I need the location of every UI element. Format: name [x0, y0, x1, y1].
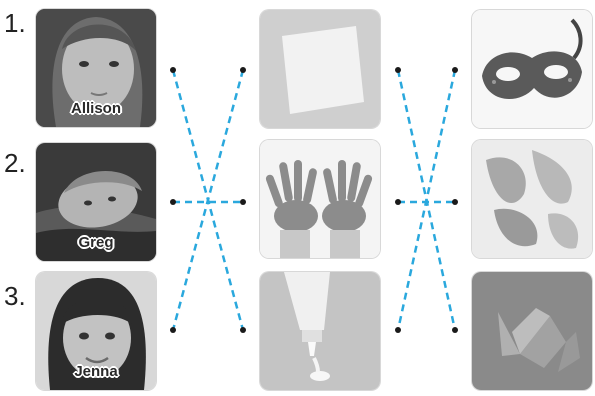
connector-line [171, 69, 245, 331]
connector-line [396, 69, 457, 331]
photo-greg: Greg [36, 143, 156, 261]
photo-finger-painting [472, 140, 592, 258]
dot-mid-right-2[interactable] [395, 199, 401, 205]
photo-paper [260, 10, 380, 128]
dot-mid-right-1[interactable] [395, 67, 401, 73]
origami-crane-icon [472, 272, 592, 390]
paper-icon [260, 10, 380, 128]
dot-right-1[interactable] [452, 67, 458, 73]
girl-bangs-icon [36, 272, 156, 390]
photo-painted-hands [260, 140, 380, 258]
dot-right-3[interactable] [452, 327, 458, 333]
dot-mid-left-3[interactable] [240, 327, 246, 333]
mask-icon [472, 10, 592, 128]
girl-face-icon [36, 9, 156, 127]
dot-mid-right-3[interactable] [395, 327, 401, 333]
photo-glue [260, 272, 380, 390]
row-number-1: 1. [4, 8, 26, 38]
glue-bottle-icon [260, 272, 380, 390]
boy-lying-icon [36, 143, 156, 261]
name-label-allison: Allison [70, 100, 121, 117]
connector-line [171, 69, 245, 331]
photo-mask [472, 10, 592, 128]
dot-left-3[interactable] [170, 327, 176, 333]
photo-allison: Allison [36, 9, 156, 127]
name-label-jenna: Jenna [74, 363, 118, 380]
row-number-3: 3. [4, 281, 26, 311]
name-label-greg: Greg [78, 234, 114, 251]
dot-mid-left-1[interactable] [240, 67, 246, 73]
dot-mid-left-2[interactable] [240, 199, 246, 205]
finger-painting-icon [472, 140, 592, 258]
dot-left-1[interactable] [170, 67, 176, 73]
dot-left-2[interactable] [170, 199, 176, 205]
row-number-2: 2. [4, 148, 26, 178]
photo-origami [472, 272, 592, 390]
photo-jenna: Jenna [36, 272, 156, 390]
dot-right-2[interactable] [452, 199, 458, 205]
connector-line [396, 69, 457, 331]
painted-hands-icon [260, 140, 380, 258]
